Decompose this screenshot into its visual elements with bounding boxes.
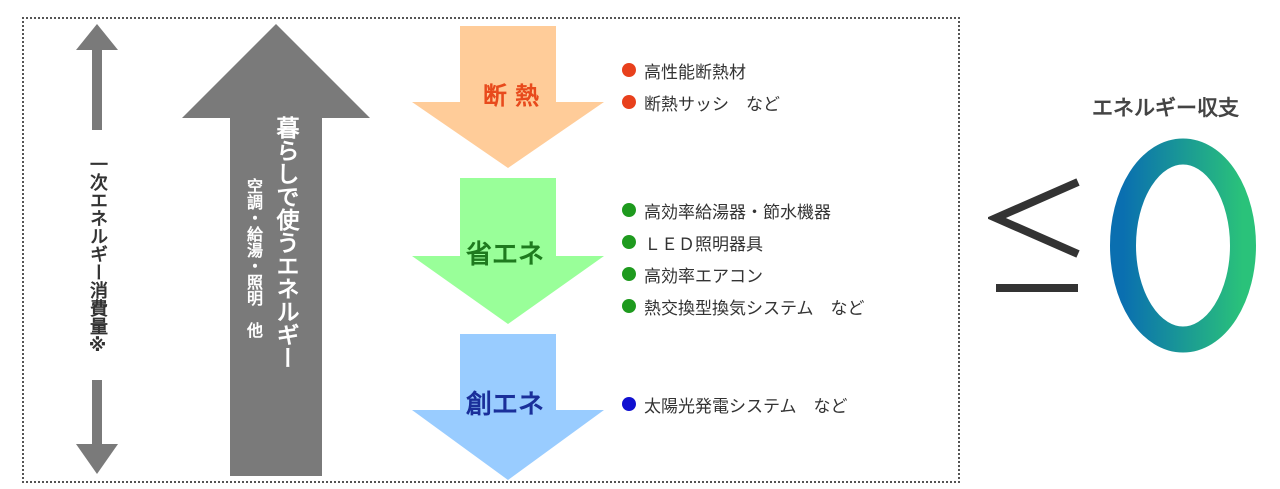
less-than-or-equal-symbol: ≦ [988,178,1080,292]
primary-energy-consumption-label: 一次エネルギー消費量※ [84,130,110,380]
list-item: 高効率給湯器・節水機器 [622,194,865,226]
list-item: 高効率エアコン [622,258,865,290]
large-up-arrow-icon [182,24,370,476]
list-item: 熱交換型換気システム など [622,290,865,322]
list-item: 高性能断熱材 [622,54,780,86]
insulation-items-list: 高性能断熱材 断熱サッシ など [622,54,780,118]
green-circle-bullet-icon [622,203,636,217]
zero-value-glyph: 0 [1110,138,1256,353]
list-item-text: 高効率エアコン [644,266,763,287]
energy-saving-label: 省エネ [465,240,544,270]
list-item: 断熱サッシ など [622,86,780,118]
living-energy-subtitle: 空調・給湯・照明 他 [244,178,263,338]
energy-balance-title: エネルギー収支 [1092,96,1239,120]
energy-saving-down-arrow-icon [412,178,604,324]
green-circle-bullet-icon [622,267,636,281]
list-item-text: 太陽光発電システム など [644,396,848,417]
energy-creating-down-arrow-icon [412,334,604,480]
list-item-text: 高効率給湯器・節水機器 [644,202,831,223]
list-item-text: 熱交換型換気システム など [644,298,865,319]
energy-creating-label: 創エネ [465,390,544,420]
diagram-frame [22,17,960,483]
list-item-text: ＬＥＤ照明器具 [644,234,763,255]
energy-saving-items-list: 高効率給湯器・節水機器 ＬＥＤ照明器具 高効率エアコン 熱交換型換気システム な… [622,194,865,322]
list-item-text: 高性能断熱材 [644,62,746,83]
insulation-label: 断 熱 [482,82,540,110]
red-circle-bullet-icon [622,63,636,77]
red-circle-bullet-icon [622,95,636,109]
energy-creating-items-list: 太陽光発電システム など [622,388,848,420]
list-item-text: 断熱サッシ など [644,94,780,115]
living-energy-title: 暮らしで使うエネルギー [272,116,298,369]
list-item: 太陽光発電システム など [622,388,848,420]
green-circle-bullet-icon [622,299,636,313]
insulation-down-arrow-icon [412,26,604,168]
green-circle-bullet-icon [622,235,636,249]
blue-circle-bullet-icon [622,397,636,411]
list-item: ＬＥＤ照明器具 [622,226,865,258]
